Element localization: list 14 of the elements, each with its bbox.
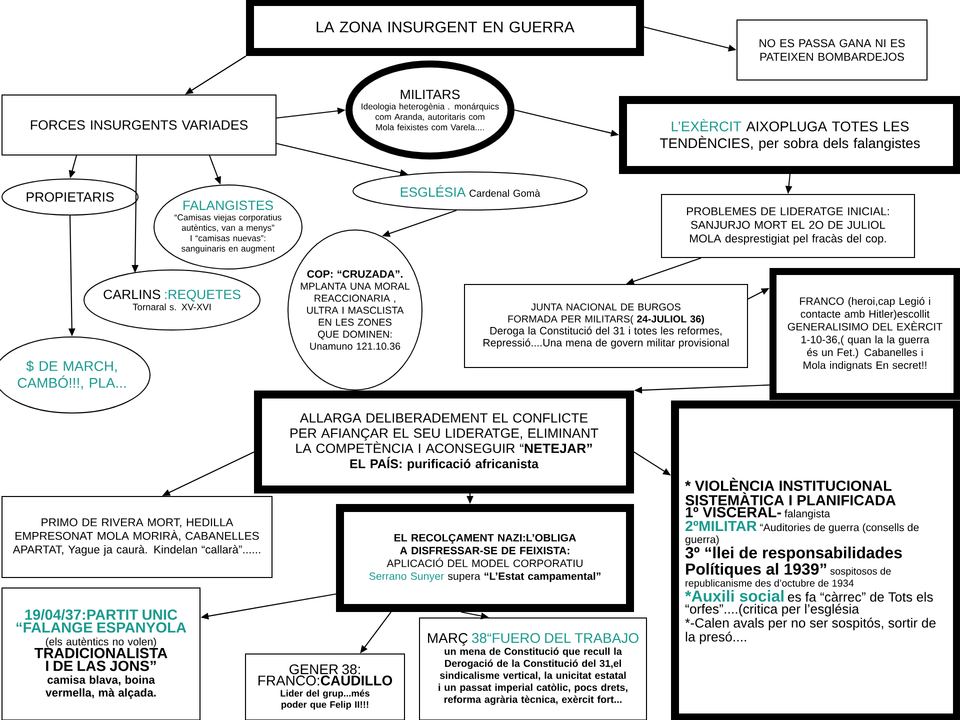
process-box: PRIMO DE RIVERA MORT, HEDILLA EMPRESONAT MOLA MORIRÀ, CABANELLES APARTAT, Yague ja caurà. Kindelan “callarà”...... — [2, 496, 272, 578]
process-box: JUNTA NACIONAL DE BURGOS FORMADA PER MILITARS( 24-JULIOL 36) Deroga la Constitució del 31 i totes les reformes, Repressió....Una mena de govern militar provisional — [464, 284, 748, 368]
process-box: PROBLEMES DE LIDERATGE INICIAL: SANJURJO MORT EL 2O DE JULIOL MOLA desprestigiat pel fracàs del cop. — [661, 194, 915, 258]
process-box: EL RECOLÇAMENT NAZI:L’OBLIGA A DISFRESSAR-SE DE FEIXISTA: APLICACIÓ DEL MODEL CORPORATIU Serrano Sunyer supera “L’Estat campamental” — [336, 504, 634, 612]
note-box: NO ES PASSA GANA NI ES PATEIXEN BOMBARDEJOS — [736, 20, 928, 80]
process-box: 19/04/37:PARTIT UNIC “FALANGE ESPANYOLA (els autèntics no volen) TRADICIONALISTA I DE LAS JONS” camisa blava, boina vermella, mà alçada. — [2, 588, 200, 720]
process-box: GENER 38: FRANCO:CAUDILLO Lider del grup...més poder que Felip II!!! — [245, 654, 405, 720]
process-box: * VIOLÈNCIA INSTITUCIONAL SISTEMÀTICA I PLANIFICADA 1º VISCERAL- falangista 2ºMILITAR “Auditories de guerra (consells de guerra) 3º “llei de responsabilidades Polítiques al 1939” sospitosos de republicanisme des d’octubre de 1934 *Auxili social es fa “càrrec” de Tots els “orfes”....(critica per l’església *-Calen avals per no ser sospitós, sortir de la presó.... — [671, 400, 960, 720]
process-box: MARÇ 38“FUERO DEL TRABAJO un mena de Constitució que recull la Derogació de la Constitució del 31,el sindicalisme vertical, la unicitat estatal i un passat imperial catòlic, pocs drets, reforma agrària tècnica, exèrcit fort... — [419, 618, 647, 720]
process-box: FRANCO (heroi,cap Legió i contacte amb Hitler)escollit GENERALISIMO DEL EXÈRCIT 1-10-36,( quan la la guerra és un Fet.) Cabanelles i Mola indignats En secret!! — [770, 268, 960, 400]
title-box: LA ZONA INSURGENT EN GUERRA — [246, 0, 644, 56]
process-box: FORCES INSURGENTS VARIADES — [2, 94, 276, 156]
process-box: L’EXÈRCIT AIXOPLUGA TOTES LES TENDÈNCIES, per sobra dels falangistes — [619, 96, 960, 174]
process-box: ALLARGA DELIBERADEMENT EL CONFLICTE PER AFIANÇAR EL SEU LIDERATGE, ELIMINANT LA COMPETÈNCIA I ACONSEGUIR “NETEJAR” EL PAÍS: purificació africanista — [254, 390, 634, 494]
